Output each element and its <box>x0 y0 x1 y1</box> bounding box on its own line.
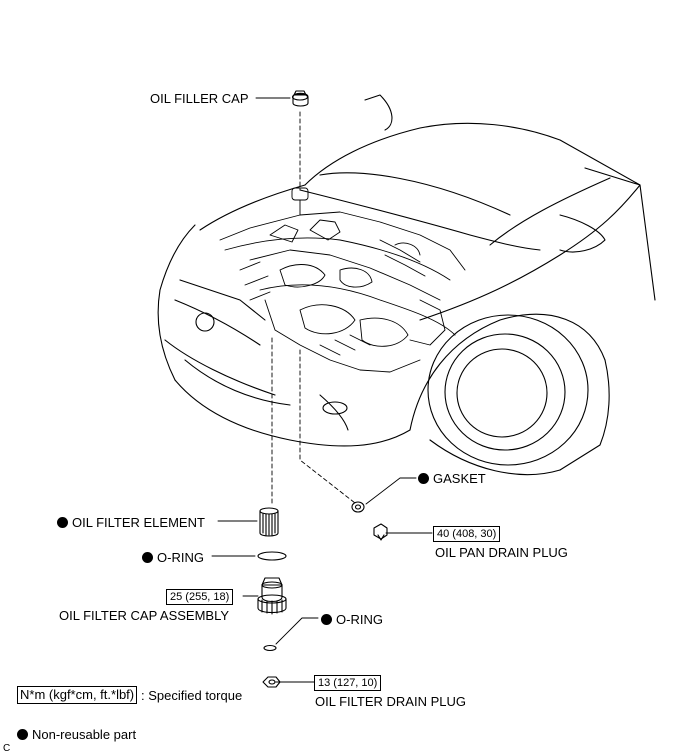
torque-unit-box: N*m (kgf*cm, ft.*lbf) <box>17 686 138 704</box>
non-reusable-dot-icon <box>418 473 429 484</box>
o-ring-label: O-RING <box>142 550 204 565</box>
o-ring-part <box>257 551 287 561</box>
torque-unit-description: : Specified torque <box>141 688 243 703</box>
leader-lines <box>211 97 433 683</box>
oil-pan-drain-plug-label: OIL PAN DRAIN PLUG <box>435 545 568 560</box>
oil-pan-drain-plug-torque: 40 (408, 30) <box>433 526 501 542</box>
gasket-part <box>351 501 365 513</box>
gasket-label-text: GASKET <box>433 471 486 486</box>
o-ring-small-part <box>263 644 277 652</box>
non-reusable-legend: Non-reusable part <box>17 727 136 742</box>
dashed-guide-lines <box>271 111 356 506</box>
oil-pan-drain-plug-part <box>373 523 388 541</box>
oil-filter-drain-plug-part <box>262 676 281 688</box>
oil-filter-element-part <box>259 507 279 537</box>
oil-filter-cap-assembly-label: OIL FILTER CAP ASSEMBLY <box>59 608 230 623</box>
corner-code: C <box>3 743 11 754</box>
non-reusable-dot-icon <box>57 517 68 528</box>
oil-filter-drain-plug-torque: 13 (127, 10) <box>314 675 382 691</box>
o-ring-small-label-text: O-RING <box>336 612 383 627</box>
oil-filter-element-label: OIL FILTER ELEMENT <box>57 515 205 530</box>
gasket-label: GASKET <box>418 471 486 486</box>
non-reusable-dot-icon <box>17 729 28 740</box>
oil-filter-element-label-text: OIL FILTER ELEMENT <box>72 515 205 530</box>
oil-filter-drain-plug-label: OIL FILTER DRAIN PLUG <box>315 694 466 709</box>
o-ring-small-label: O-RING <box>321 612 383 627</box>
non-reusable-legend-text: Non-reusable part <box>32 727 137 742</box>
car-body-outline <box>157 94 656 476</box>
oil-filler-cap-label: OIL FILLER CAP <box>150 91 249 106</box>
oil-filler-cap-part <box>291 90 309 107</box>
engine-sketch <box>219 187 466 373</box>
non-reusable-dot-icon <box>321 614 332 625</box>
oil-filter-cap-assembly-torque: 25 (255, 18) <box>166 589 234 605</box>
o-ring-label-text: O-RING <box>157 550 204 565</box>
oil-filter-cap-assembly-part <box>257 577 287 615</box>
non-reusable-dot-icon <box>142 552 153 563</box>
